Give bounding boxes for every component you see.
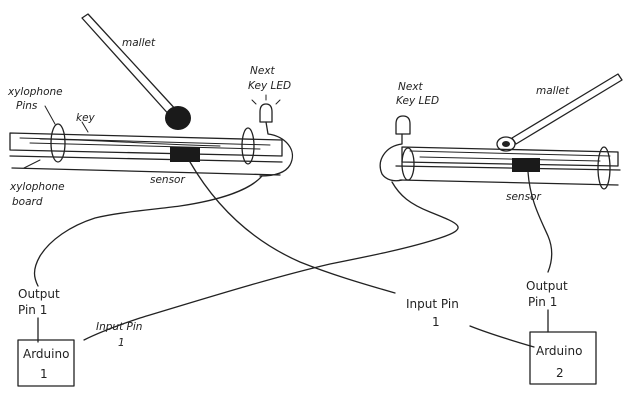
arduino-2-box — [529, 331, 597, 385]
left-board — [9, 155, 283, 176]
left-sensor — [170, 147, 200, 162]
left-pins-leader — [44, 105, 56, 125]
left-board-leader — [23, 159, 41, 169]
left-led-label-line2: Key LED — [248, 80, 291, 92]
right-sensor — [512, 158, 540, 172]
left-input-pin-label-line1: Input Pin — [96, 321, 142, 333]
wire-right-sensor-to-output-2 — [527, 171, 553, 273]
wire-right-led-to-input-1 — [83, 181, 459, 341]
right-mallet-head-core — [502, 141, 510, 147]
right-mallet-head — [496, 136, 516, 152]
left-led-wire — [259, 121, 293, 177]
right-led-wire — [379, 133, 403, 182]
wires — [33, 161, 553, 348]
left-pins-label-line1: xylophone — [7, 86, 63, 98]
arduino-2-number: 2 — [556, 366, 564, 380]
left-led-glow — [251, 94, 281, 105]
left-key-grain — [19, 137, 271, 150]
right-led-label-line1: Next — [398, 81, 424, 93]
left-mallet-handle — [81, 13, 179, 119]
wire-input-2-to-arduino-2 — [469, 325, 535, 348]
arduino-1-group: Arduino 1 — [17, 339, 75, 387]
right-board — [395, 165, 621, 186]
wire-left-sensor-to-input-2 — [189, 161, 396, 294]
right-led — [395, 115, 411, 135]
right-xylophone: mallet Next Key LED sensor — [379, 73, 623, 203]
arduino-1-label: Arduino — [23, 347, 69, 361]
arduino-2-group: Arduino 2 — [529, 331, 597, 385]
left-sensor-label: sensor — [150, 174, 185, 186]
left-board-label-line1: xylophone — [9, 181, 65, 193]
right-output-pin-label-line1: Output — [526, 279, 568, 293]
right-mallet-label: mallet — [536, 85, 570, 97]
left-led — [259, 103, 273, 123]
left-mallet-label: mallet — [122, 37, 156, 49]
right-pin-1 — [401, 147, 415, 181]
right-input-pin-label-line2: 1 — [432, 315, 440, 329]
left-key — [9, 132, 283, 157]
right-sensor-label: sensor — [506, 191, 541, 203]
left-mallet-head — [165, 106, 191, 130]
left-input-pin-label-line2: 1 — [118, 337, 125, 349]
left-pin-2 — [241, 127, 255, 165]
left-board-label-line2: board — [12, 196, 43, 208]
pin-labels: Output Pin 1 Input Pin 1 Input Pin 1 Out… — [18, 279, 568, 349]
left-key-label: key — [76, 112, 96, 124]
right-key — [401, 146, 619, 167]
arduino-1-number: 1 — [40, 367, 48, 381]
left-key-leader — [81, 121, 89, 133]
arduino-2-label: Arduino — [536, 344, 582, 358]
wire-left-led-to-output-1 — [33, 175, 263, 287]
left-pin-1 — [50, 123, 66, 163]
right-pin-2 — [597, 146, 611, 190]
left-led-label-line1: Next — [250, 65, 276, 77]
right-output-pin-label-line2: Pin 1 — [528, 295, 557, 309]
right-key-grain — [409, 150, 611, 162]
left-xylophone: mallet Next Key LED xylophone Pins key x… — [7, 13, 293, 208]
arduino-1-box — [17, 339, 75, 387]
left-output-pin-label-line2: Pin 1 — [18, 303, 47, 317]
right-input-pin-label-line1: Input Pin — [406, 297, 459, 311]
left-output-pin-label-line1: Output — [18, 287, 60, 301]
right-led-label-line2: Key LED — [396, 95, 439, 107]
left-pins-label-line2: Pins — [16, 100, 38, 112]
